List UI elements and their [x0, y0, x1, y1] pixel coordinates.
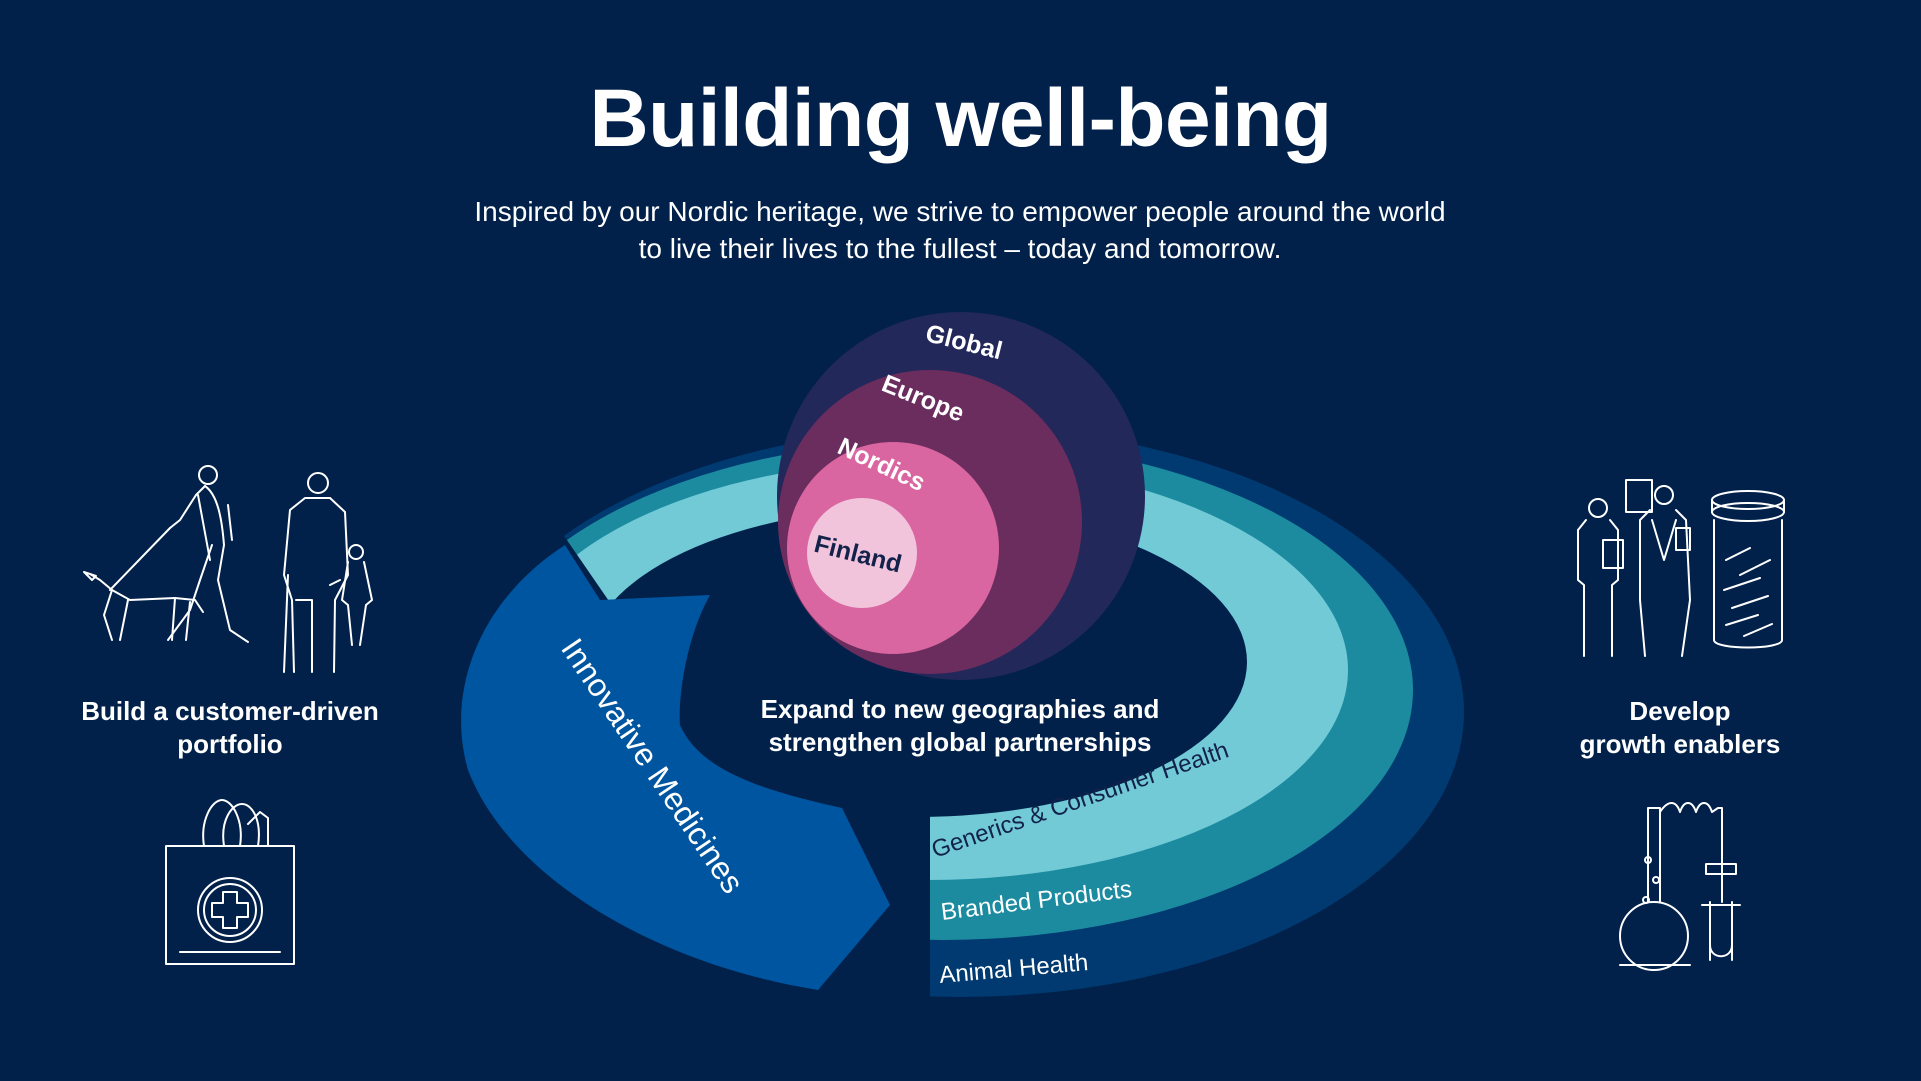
- circle-finland: [807, 498, 917, 608]
- page-title: Building well-being: [589, 73, 1332, 164]
- subtitle-line-2: to live their lives to the fullest – tod…: [638, 233, 1282, 264]
- doctors-icon: [1577, 479, 1691, 657]
- left-pillar-label: Build a customer-driven portfolio: [60, 695, 400, 761]
- page-subtitle: Inspired by our Nordic heritage, we stri…: [360, 193, 1560, 267]
- center-line-1: Expand to new geographies and: [760, 694, 1160, 724]
- lab-flask-icon: [1619, 802, 1741, 971]
- elderly-with-child-icon: [283, 472, 373, 673]
- left-pillar-line-1: Build a customer-driven: [81, 696, 379, 726]
- pharmacy-bag-icon: [165, 799, 295, 965]
- arrow-innovative-medicines: [461, 545, 890, 990]
- left-pillar-line-2: portfolio: [177, 729, 283, 759]
- right-pillar-line-2: growth enablers: [1579, 729, 1781, 759]
- right-pillar-line-1: Develop: [1629, 696, 1731, 726]
- dog-walker-icon: [83, 465, 249, 643]
- pill-jar-icon: [1711, 490, 1785, 649]
- subtitle-line-1: Inspired by our Nordic heritage, we stri…: [474, 196, 1446, 227]
- center-line-2: strengthen global partnerships: [768, 727, 1152, 757]
- center-caption: Expand to new geographies and strengthen…: [690, 693, 1230, 759]
- right-pillar-label: Develop growth enablers: [1540, 695, 1820, 761]
